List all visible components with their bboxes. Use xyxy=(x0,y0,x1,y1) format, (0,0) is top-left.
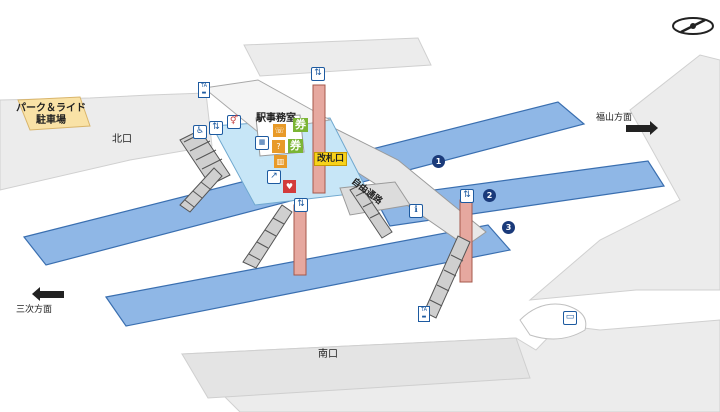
south-exit-label: 南口 xyxy=(318,349,338,360)
coin-locker-icon: ▥ xyxy=(274,155,287,168)
arrow-miyoshi xyxy=(32,287,64,301)
pillar-2 xyxy=(293,204,307,276)
platform-2-badge: 2 xyxy=(483,189,496,202)
escalator-icon: ↗ xyxy=(267,170,281,184)
ground-east xyxy=(528,54,720,301)
elevator-icon: ⇅ xyxy=(294,198,308,212)
ticket-machine-icon: 券 xyxy=(293,118,308,132)
ground-south-left xyxy=(181,337,531,399)
park-and-ride-area xyxy=(17,96,91,131)
information-icon: ℹ xyxy=(409,204,423,218)
elevator-icon: ⇅ xyxy=(209,121,223,135)
toward-fukuyama-label: 福山方面 xyxy=(596,113,633,123)
wheelchair-icon: ♿ xyxy=(193,125,207,139)
station-office-label: 駅事務室 xyxy=(256,113,296,124)
coin-locker-icon: ▦ xyxy=(255,136,269,150)
platform-1-badge: 1 xyxy=(432,155,445,168)
taxi-icon: TA▬ xyxy=(418,306,430,322)
pay-phone-icon: ☏ xyxy=(273,124,286,137)
pillar-1 xyxy=(312,84,326,194)
restroom-icon: ⚥ xyxy=(227,115,241,129)
ground-north-upper xyxy=(243,37,432,77)
stairs-south-exit xyxy=(423,235,471,319)
bus-icon: ▭ xyxy=(563,311,577,325)
elevator-icon: ⇅ xyxy=(460,189,474,203)
compass-icon xyxy=(672,17,714,35)
stairs-platform-3-center xyxy=(242,204,293,269)
stairs-platform-1-north xyxy=(179,167,223,213)
taxi-icon: TA▬ xyxy=(198,82,210,98)
park-and-ride-label-1: パーク＆ライド xyxy=(16,103,86,114)
park-and-ride-label-2: 駐車場 xyxy=(36,115,66,126)
aed-icon: ♥ xyxy=(283,180,296,193)
information-icon: ? xyxy=(272,140,285,153)
track-3 xyxy=(104,224,512,327)
elevator-icon: ⇅ xyxy=(311,67,325,81)
platform-3-badge: 3 xyxy=(502,221,515,234)
ticket-machine-icon: 券 xyxy=(288,139,303,153)
toward-miyoshi-label: 三次方面 xyxy=(16,305,53,315)
north-exit-label: 北口 xyxy=(112,134,132,145)
ticket-gate-label: 改札口 xyxy=(314,152,348,166)
stairs-bridge-south xyxy=(349,184,393,239)
arrow-fukuyama xyxy=(626,121,658,135)
